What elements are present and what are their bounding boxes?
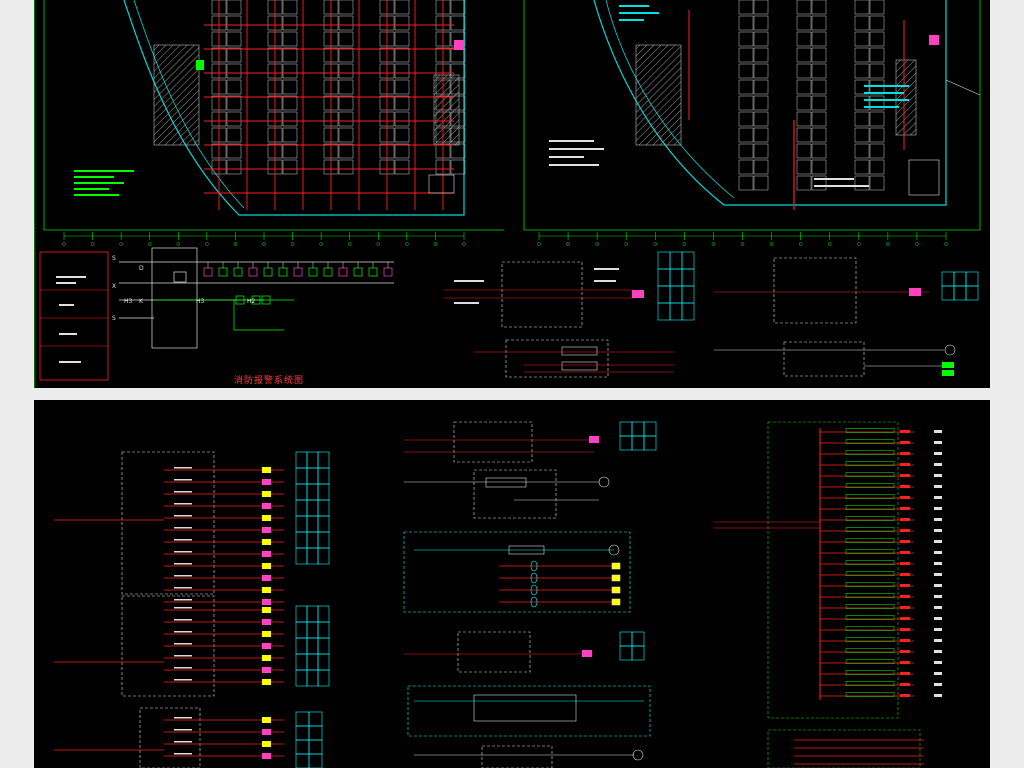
svg-text:H2: H2 xyxy=(247,298,256,305)
right-floor-plan xyxy=(537,0,981,246)
floor-plan-drawing: S X H3 D K H3 H2 S xyxy=(34,0,981,388)
drawing-sheet-bottom xyxy=(34,400,990,768)
drawing-frame xyxy=(34,0,981,388)
fire-alarm-system-diagram: S X H3 D K H3 H2 S xyxy=(39,247,394,381)
svg-text:H3: H3 xyxy=(124,298,133,305)
pump-control-diagram xyxy=(474,339,956,378)
middle-panels xyxy=(403,421,651,768)
svg-text:D: D xyxy=(139,265,144,272)
svg-text:S: S xyxy=(112,255,116,262)
svg-text:K: K xyxy=(139,298,144,305)
fire-alarm-diagram-title: 消防报警系统图 xyxy=(234,376,305,386)
distribution-panel-diagram-1 xyxy=(444,251,695,328)
svg-text:S: S xyxy=(112,315,116,322)
main-distribution-board xyxy=(714,421,921,768)
drawing-sheet-top: S X H3 D K H3 H2 S xyxy=(34,0,990,388)
left-floor-plan xyxy=(62,0,466,246)
distribution-panel-diagram-2 xyxy=(714,257,979,324)
svg-text:H3: H3 xyxy=(196,298,205,305)
power-distribution-diagram xyxy=(54,421,942,768)
svg-text:X: X xyxy=(112,283,116,290)
